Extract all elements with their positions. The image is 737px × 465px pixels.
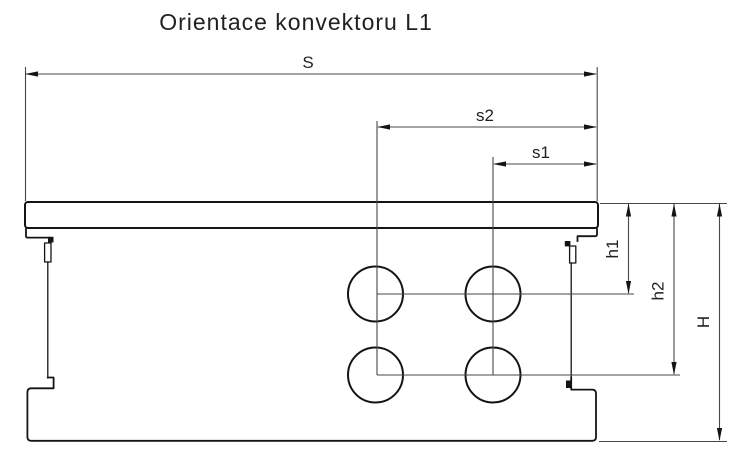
- dim-label-s: S: [302, 53, 313, 72]
- bottom-tray: [26, 376, 597, 442]
- arrowhead-down-icon: [625, 281, 632, 294]
- arrowhead-left-icon: [25, 71, 38, 77]
- arrowhead-right-icon: [584, 124, 597, 130]
- dim-label-h2: h2: [649, 282, 668, 301]
- left-pin-body: [43, 242, 52, 263]
- arrowhead-down-icon: [671, 362, 677, 375]
- dim-label-s1: s1: [532, 143, 550, 162]
- dimension-s: S: [25, 53, 597, 77]
- arrowhead-up-icon: [625, 203, 632, 217]
- left-step: [25, 228, 50, 239]
- left-pin-head: [48, 236, 54, 243]
- arrowhead-left-icon: [377, 124, 390, 130]
- dimension-s2: s2: [377, 106, 597, 130]
- right-step: [576, 228, 598, 242]
- dim-label-h: H: [694, 316, 713, 328]
- dimension-h: H: [694, 203, 723, 441]
- right-pin-body: [568, 245, 577, 264]
- extension-lines: [24, 67, 727, 443]
- top-grille-bar: [24, 201, 599, 229]
- right-clip-mark: [566, 380, 572, 388]
- arrowhead-up-icon: [671, 203, 677, 217]
- convector-body: [24, 201, 599, 442]
- arrowhead-left-icon: [493, 161, 506, 167]
- arrowhead-down-icon: [716, 428, 723, 441]
- dim-label-h1: h1: [603, 240, 622, 259]
- dimension-s1: s1: [493, 143, 597, 167]
- drawing-title: Orientace konvektoru L1: [159, 9, 433, 35]
- dim-label-s2: s2: [476, 106, 494, 125]
- arrowhead-right-icon: [584, 161, 597, 167]
- dimension-h1: h1: [603, 203, 632, 294]
- arrowhead-right-icon: [584, 71, 597, 77]
- dimension-h2: h2: [649, 203, 677, 375]
- right-pin-head: [564, 241, 571, 247]
- arrowhead-up-icon: [716, 203, 723, 217]
